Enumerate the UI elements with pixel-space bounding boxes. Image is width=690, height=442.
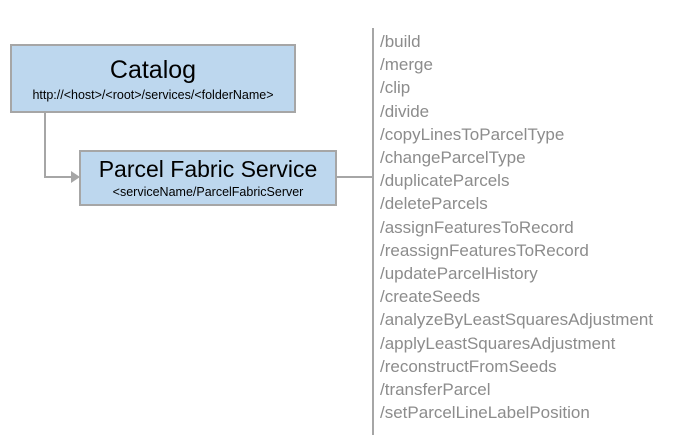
- operation-list-item: /duplicateParcels: [380, 171, 510, 191]
- operation-list-item: /deleteParcels: [380, 194, 488, 214]
- operations-list: /build/merge/clip/divide/copyLinesToParc…: [380, 30, 680, 424]
- service-node-subtitle: <serviceName/ParcelFabricServer: [112, 184, 304, 199]
- operations-divider-line: [372, 28, 374, 435]
- arrowhead-icon: [71, 171, 80, 183]
- catalog-node-title: Catalog: [109, 56, 197, 84]
- connector-catalog-to-service-horizontal: [44, 176, 74, 178]
- operation-list-item: /build: [380, 32, 421, 51]
- catalog-node: Catalog http://<host>/<root>/services/<f…: [10, 44, 296, 113]
- operation-list-item: /reassignFeaturesToRecord: [380, 240, 589, 260]
- catalog-node-subtitle: http://<host>/<root>/services/<folderNam…: [32, 88, 274, 102]
- operation-list-item: /clip: [380, 78, 411, 98]
- connector-catalog-to-service-vertical: [44, 113, 46, 178]
- service-node-title: Parcel Fabric Service: [98, 156, 318, 183]
- operation-list-item: /merge: [380, 55, 433, 75]
- operation-list-item: /reconstructFromSeeds: [380, 356, 557, 376]
- operation-list-item: /divide: [380, 101, 430, 121]
- operation-list-item: /createSeeds: [380, 287, 481, 307]
- operation-list-item: /transferParcel: [380, 380, 491, 400]
- operation-list-item: /analyzeByLeastSquaresAdjustment: [380, 310, 654, 330]
- connector-service-to-operations: [337, 176, 373, 178]
- parcel-fabric-service-node: Parcel Fabric Service <serviceName/Parce…: [79, 150, 337, 206]
- operation-list-item: /setParcelLineLabelPosition: [380, 403, 590, 423]
- operation-list-item: /assignFeaturesToRecord: [380, 217, 574, 237]
- operation-list-item: /copyLinesToParcelType: [380, 124, 565, 144]
- operation-list-item: /applyLeastSquaresAdjustment: [380, 333, 616, 353]
- operation-list-item: /updateParcelHistory: [380, 264, 538, 284]
- operation-list-item: /changeParcelType: [380, 148, 526, 168]
